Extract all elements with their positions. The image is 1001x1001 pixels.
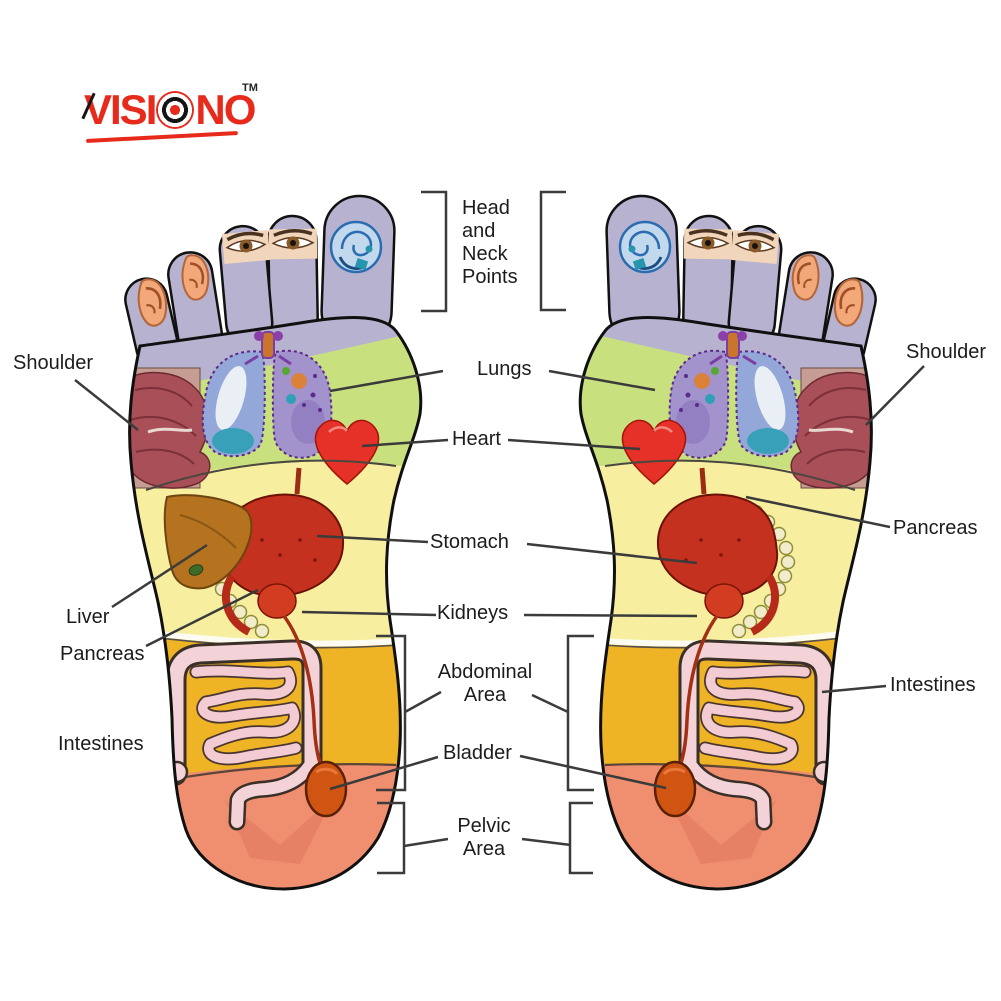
liver-zone (163, 494, 253, 590)
intestines-right-line (821, 684, 887, 694)
label-bladder: Bladder (443, 742, 512, 764)
kidneys-right-line (523, 613, 698, 618)
pelvic-left-connector (403, 837, 449, 848)
head-neck-right-bracket (539, 190, 566, 312)
label-pelvic-area: Pelvic Area (457, 815, 511, 860)
shoulder-left-line (74, 379, 139, 431)
label-abdominal-area: Abdominal Area (437, 661, 533, 706)
stomach-right-line (526, 542, 698, 565)
label-stomach: Stomach (430, 531, 509, 553)
abdominal-left-bracket (376, 634, 407, 792)
stomach-left-line (316, 534, 429, 544)
kidneys-left-line (301, 610, 437, 617)
label-intestines-right: Intestines (890, 674, 976, 696)
brackets (376, 190, 594, 875)
pelvic-left-bracket (377, 801, 406, 875)
abdominal-right-connector (531, 693, 569, 714)
abdominal-left-connector (404, 690, 442, 714)
lungs-right-line (548, 369, 656, 392)
bullseye-o-icon (156, 91, 195, 129)
heart-right-line (507, 438, 641, 451)
heart-left-line (361, 438, 449, 448)
bladder-right-line (519, 754, 667, 790)
abdominal-right-bracket (566, 634, 594, 792)
label-liver: Liver (66, 606, 110, 628)
brand-logo: VISI NO TM (81, 82, 284, 148)
pancreas-left-line (145, 588, 259, 648)
head-neck-left-bracket (421, 190, 448, 313)
liver-line (111, 543, 208, 609)
brand-name-part1: VISI (84, 86, 157, 133)
left-foot (112, 195, 436, 930)
pelvic-right-connector (521, 837, 572, 847)
lungs-left-line (329, 369, 444, 393)
label-kidneys: Kidneys (437, 602, 509, 624)
shoulder-right-line (865, 365, 925, 426)
label-shoulder-right: Shoulder (906, 341, 987, 363)
pelvic-right-bracket (568, 801, 593, 875)
trademark-symbol: TM (242, 82, 258, 94)
label-shoulder-left: Shoulder (13, 352, 94, 374)
label-heart: Heart (452, 428, 501, 450)
right-foot (565, 195, 889, 930)
label-pancreas-right: Pancreas (893, 517, 978, 539)
pancreas-right-line (745, 495, 891, 529)
label-intestines-left: Intestines (58, 733, 144, 755)
leader-lines (74, 365, 925, 848)
label-lungs: Lungs (477, 358, 532, 380)
bladder-left-line (329, 755, 439, 791)
label-head-neck-points: Head and Neck Points (462, 197, 518, 288)
brand-name-part2: NO (195, 86, 256, 133)
label-pancreas-left: Pancreas (60, 643, 145, 665)
